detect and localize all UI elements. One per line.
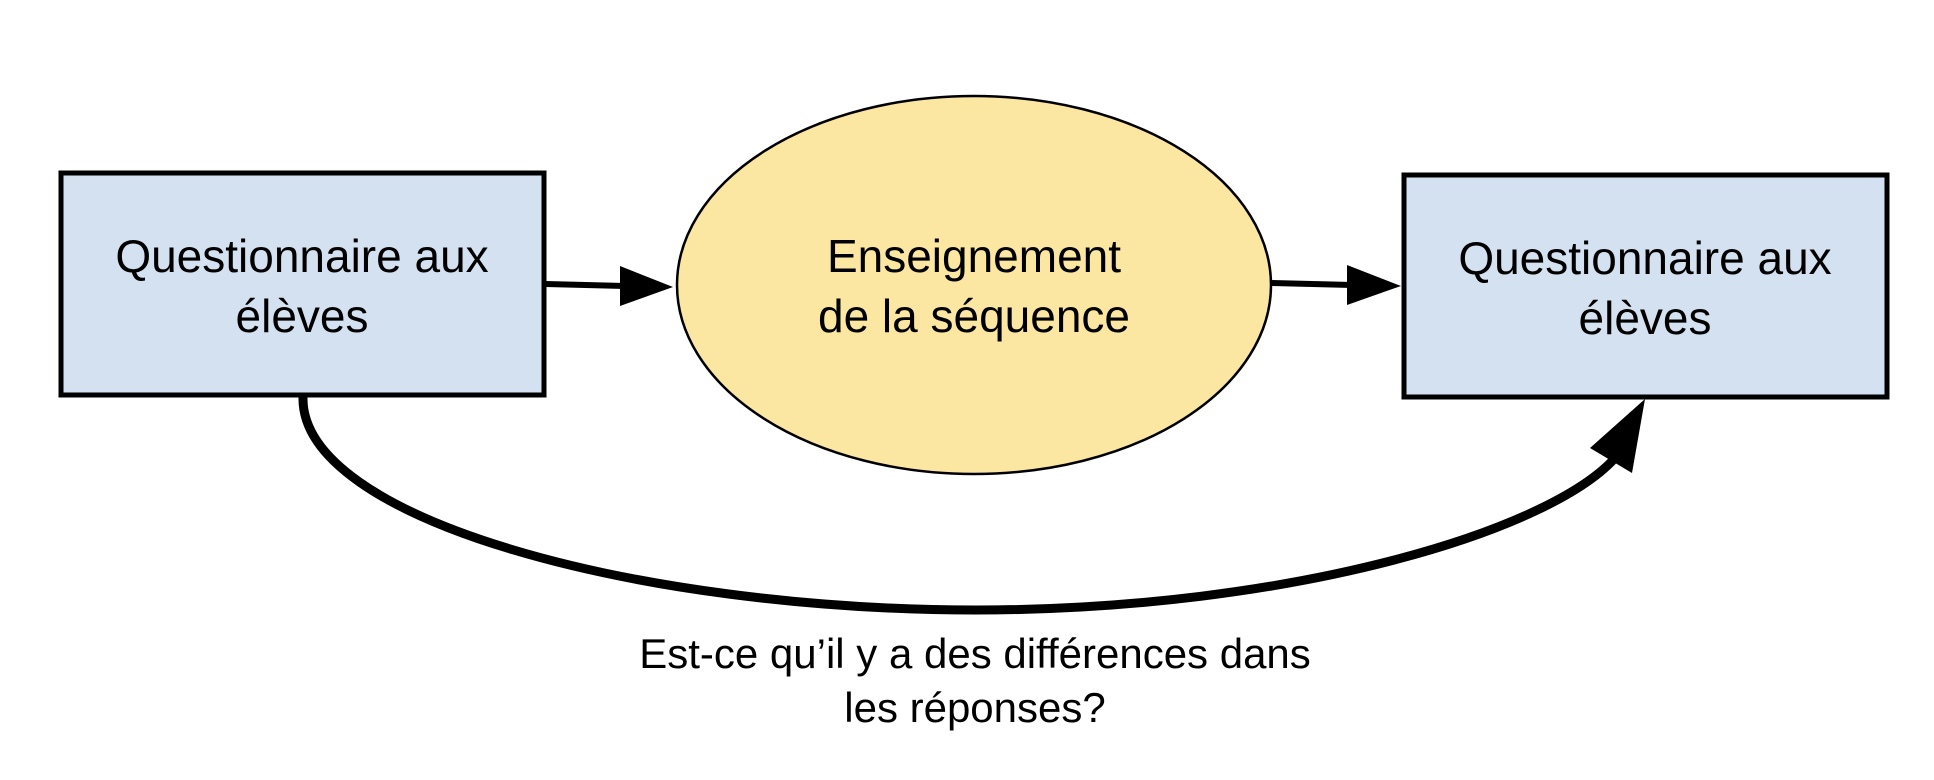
arrowhead-icon xyxy=(1590,399,1645,473)
post-questionnaire-box xyxy=(1401,172,1890,400)
arrow-pre-to-teaching xyxy=(545,266,673,306)
arrow-teaching-to-post xyxy=(1271,265,1401,305)
pre-questionnaire-label-line2: élèves xyxy=(236,290,369,342)
arrowhead-icon xyxy=(620,266,673,306)
node-post-questionnaire: Questionnaire aux élèves xyxy=(1401,172,1890,400)
post-questionnaire-label-line2: élèves xyxy=(1579,292,1712,344)
pre-questionnaire-box xyxy=(58,170,547,398)
arrowhead-icon xyxy=(1347,265,1401,305)
teaching-ellipse xyxy=(675,94,1273,476)
node-teaching: Enseignement de la séquence xyxy=(675,94,1273,476)
teaching-label-line2: de la séquence xyxy=(818,290,1130,342)
post-questionnaire-label-line1: Questionnaire aux xyxy=(1458,232,1831,284)
node-pre-questionnaire: Questionnaire aux élèves xyxy=(58,170,547,398)
pre-questionnaire-label-line1: Questionnaire aux xyxy=(115,230,488,282)
caption: Est-ce qu’il y a des différences dans le… xyxy=(639,630,1311,731)
caption-line1: Est-ce qu’il y a des différences dans xyxy=(639,630,1311,677)
arrow-pre-to-post-curved xyxy=(298,396,1645,615)
caption-line2: les réponses? xyxy=(844,684,1106,731)
teaching-label-line1: Enseignement xyxy=(827,230,1121,282)
